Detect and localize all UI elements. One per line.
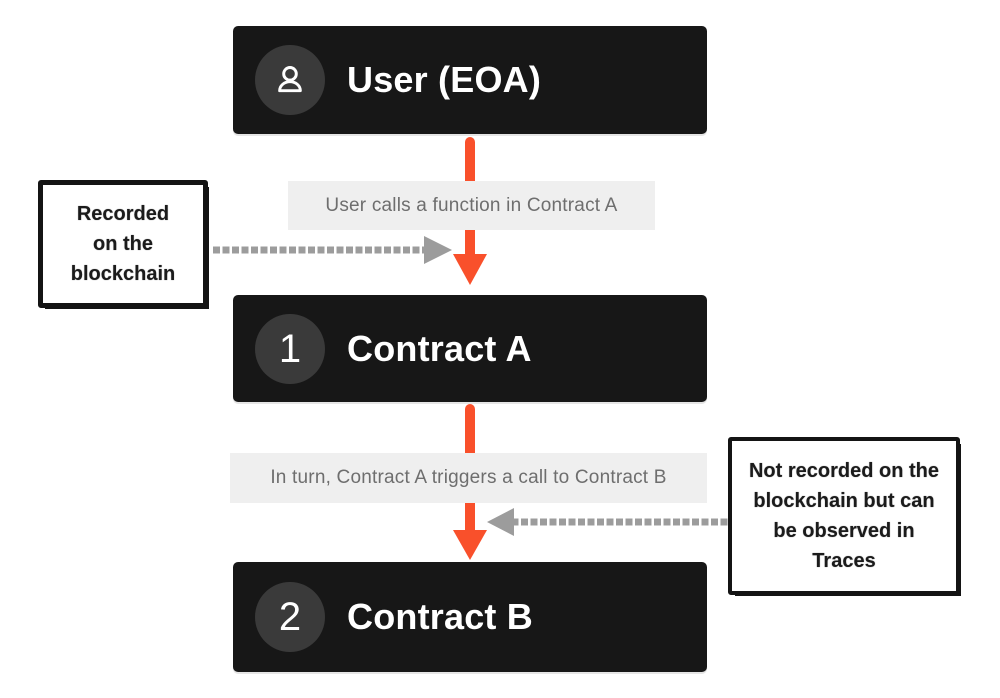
note-recorded-on-blockchain: Recorded on the blockchain [38, 180, 208, 308]
arrowhead-note-recorded [424, 236, 452, 264]
person-icon [278, 66, 302, 93]
note-recorded-text: Recorded on the blockchain [70, 203, 176, 285]
node-contract-b-label: Contract B [347, 596, 534, 637]
edge-label-user-to-a: User calls a function in Contract A [288, 181, 655, 230]
node-user-eoa: User (EOA) [233, 26, 707, 134]
edge-label-a-to-b: In turn, Contract A triggers a call to C… [230, 453, 707, 503]
contract-b-number-badge: 2 [255, 582, 325, 652]
arrowhead-contract-a-to-contract-b [453, 530, 487, 560]
arrowhead-note-traces [487, 508, 514, 536]
node-contract-a: 1 Contract A [233, 295, 707, 402]
note-traces-text: Not recorded on the blockchain but can b… [748, 460, 939, 572]
contract-a-number-badge: 1 [255, 313, 325, 384]
arrowhead-user-to-contract-a [453, 254, 487, 285]
node-contract-a-label: Contract A [347, 327, 532, 369]
user-avatar [255, 45, 325, 115]
node-contract-b: 2 Contract B [233, 562, 707, 672]
note-observed-in-traces: Not recorded on the blockchain but can b… [728, 437, 960, 595]
node-user-label: User (EOA) [347, 59, 542, 100]
